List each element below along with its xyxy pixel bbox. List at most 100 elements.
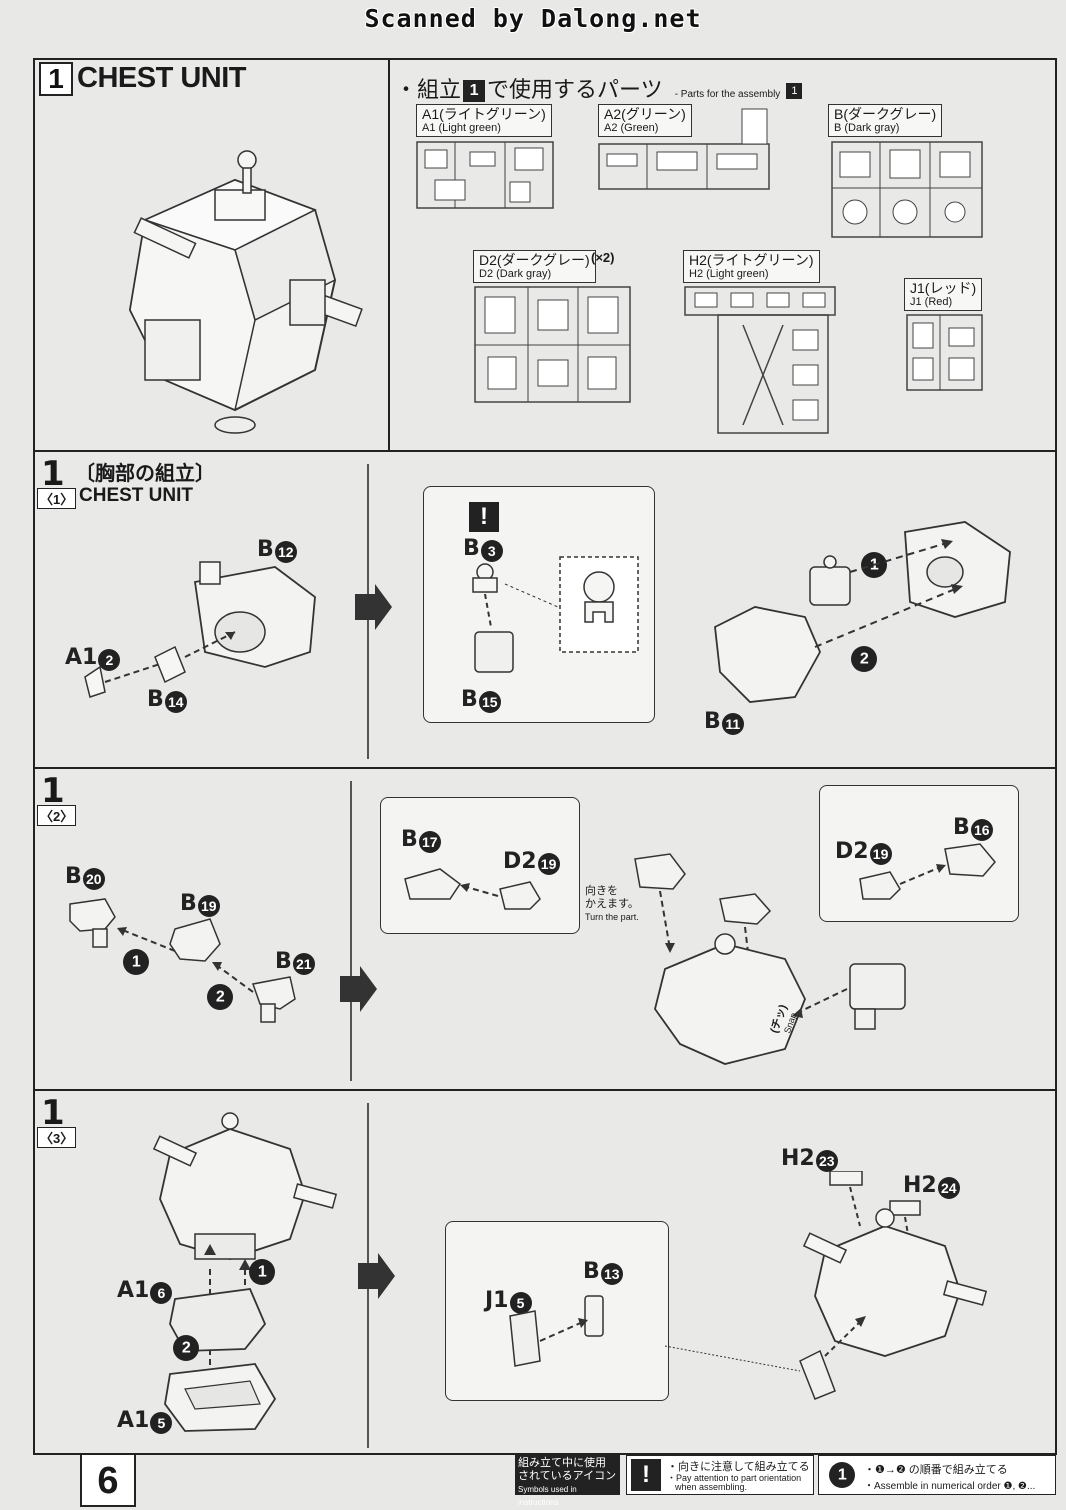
runner-jp: B(ダークグレー) [834,106,937,122]
turn-note-jp2: かえます。 [585,898,639,910]
order-en: ・Assemble in numerical order ❶, ❷... [864,1481,1036,1492]
turn-note: 向きを かえます。 Turn the part. [585,885,639,924]
step-sub: 〈1〉 [37,488,77,509]
runner-label-d2: D2(ダークグレー) D2 (Dark gray) [473,250,596,283]
detail-panel [445,1221,669,1401]
runner-en: H2 (Light green) [689,268,769,280]
runner-jp: D2(ダークグレー) [479,252,590,268]
turn-note-en: Turn the part. [585,912,639,922]
detail-left-illustration [404,868,541,910]
runner-j1-sprue [906,314,983,391]
runner-en: B (Dark gray) [834,122,900,134]
parts-heading-suffix: で使用するパーツ [487,77,663,102]
attention-en2: when assembling. [675,1482,748,1492]
runner-b-sprue [831,141,983,238]
next-arrow-icon [358,1253,395,1299]
order-mark-1: 1 [243,1253,281,1291]
section-number-badge: 1 [39,62,73,96]
order-jp: ・❶→❷ の順番で組み立てる [864,1464,1008,1476]
step-sub: 〈2〉 [37,805,77,826]
parts-heading-en-num: 1 [786,83,803,100]
section-title: CHEST UNIT [77,62,247,94]
legend-attention: ! ・向きに注意して組み立てる ・Pay attention to part o… [626,1455,814,1495]
legend-order: 1 ・❶→❷ の順番で組み立てる ・Assemble in numerical … [818,1455,1056,1495]
step-number: 1 [41,771,65,811]
step1-left-illustration [84,561,316,698]
next-arrow-icon [340,966,377,1012]
runner-label-a1: A1(ライトグリーン) A1 (Light green) [416,104,552,137]
runner-jp: H2(ライトグリーン) [689,252,814,268]
runner-jp: J1(レッド) [910,280,977,296]
step3-left-illustration [152,1112,338,1432]
step2-right-illustration [634,853,906,1065]
step-sub: 〈3〉 [37,1127,77,1148]
top-divider [388,60,390,450]
parts-heading-en: - Parts for the assembly [674,89,781,100]
attention-icon: ! [469,502,499,532]
order-mark-2: 2 [167,1329,205,1367]
step-title-en: CHEST UNIT [79,485,193,506]
runner-h2-sprue [684,286,836,434]
attention-jp: ・向きに注意して組み立てる [667,1461,810,1473]
legend-icons-en: Symbols used in instructions [518,1485,577,1507]
parts-heading-num: 1 [463,80,486,103]
legend-icons-jp1: 組み立て中に使用 [518,1457,606,1469]
step-title-jp: 〔胸部の組立〕 [75,463,215,485]
page-number: 6 [80,1455,136,1507]
attention-icon: ! [631,1459,661,1491]
runner-label-b: B(ダークグレー) B (Dark gray) [828,104,943,137]
attention-en1: ・Pay attention to part orientation [667,1473,802,1483]
detail-right-illustration [859,843,996,900]
runner-label-a2: A2(グリーン) A2 (Green) [598,104,692,137]
step1-right-illustration [714,521,1011,703]
runner-d2-sprue [474,286,631,403]
turn-note-jp1: 向きを [585,885,618,897]
step-number: 1 [41,454,65,494]
legend-icons-jp2: されているアイコン [518,1470,617,1482]
runner-d2-qty: (×2) [591,250,615,265]
step2-left-illustration [69,898,296,1023]
runner-a2-sprue [598,108,770,190]
runner-en: A2 (Green) [604,122,659,134]
next-arrow-icon [355,584,392,630]
legend-icons-box: 組み立て中に使用 されているアイコン Symbols used in instr… [515,1455,620,1507]
step3-right-illustration [665,1171,988,1400]
runner-en: J1 (Red) [910,296,953,308]
order-icon: 1 [823,1456,861,1494]
scan-watermark: Scanned by Dalong.net [364,4,702,33]
runner-a1-sprue [416,141,554,209]
runner-label-h2: H2(ライトグリーン) H2 (Light green) [683,250,820,283]
detail-illustration [509,1295,604,1367]
runner-jp: A2(グリーン) [604,106,686,122]
step-divider [350,781,352,1081]
detail-illustration [472,556,639,673]
step-number: 1 [41,1093,65,1133]
runner-jp: A1(ライトグリーン) [422,106,546,122]
runner-en: D2 (Dark gray) [479,268,552,280]
parts-heading-prefix: ・組立 [395,77,462,102]
